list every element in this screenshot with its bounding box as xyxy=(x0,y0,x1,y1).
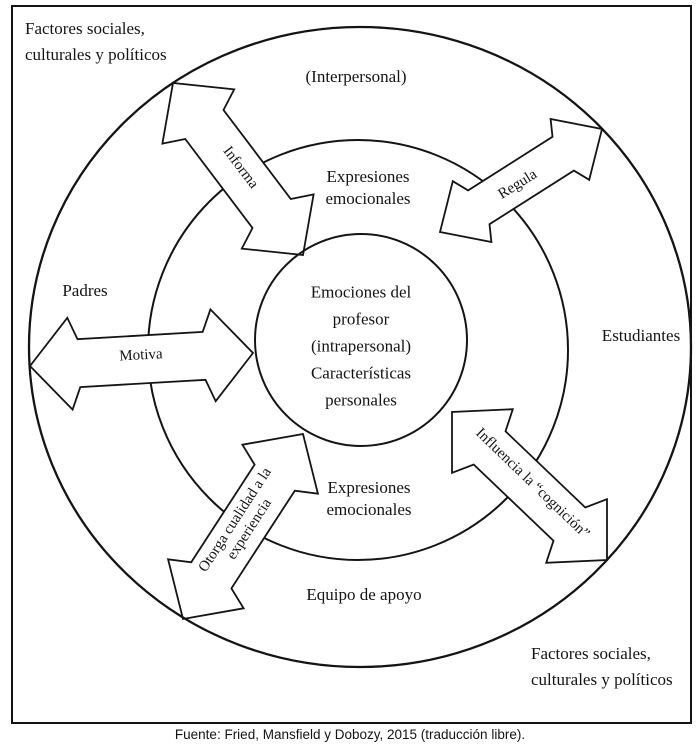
expresiones-top-label: Expresiones emocionales xyxy=(325,166,411,208)
interpersonal-label: (Interpersonal) xyxy=(305,66,407,86)
source-caption: Fuente: Fried, Mansfield y Dobozy, 2015 … xyxy=(174,727,526,742)
padres-label: Padres xyxy=(62,280,108,300)
arrows-layer xyxy=(28,82,608,621)
inner-circle xyxy=(254,233,468,447)
factores-bottom-right-label: Factores sociales, culturales y político… xyxy=(531,644,673,690)
estudiantes-label: Estudiantes xyxy=(601,325,681,345)
center-circle-label: Emociones del profesor (intrapersonal) C… xyxy=(310,282,412,410)
motiva-arrow-label: Motiva xyxy=(118,346,164,365)
equipo-de-apoyo-label: Equipo de apoyo xyxy=(306,584,422,604)
expresiones-bottom-label: Expresiones emocionales xyxy=(326,477,412,519)
outer-circle xyxy=(27,25,693,669)
informa-arrow xyxy=(161,82,315,256)
otorga-cualidad-arrow xyxy=(166,432,320,621)
motiva-arrow xyxy=(28,307,255,412)
factores-top-left-label: Factores sociales, culturales y político… xyxy=(25,19,167,65)
